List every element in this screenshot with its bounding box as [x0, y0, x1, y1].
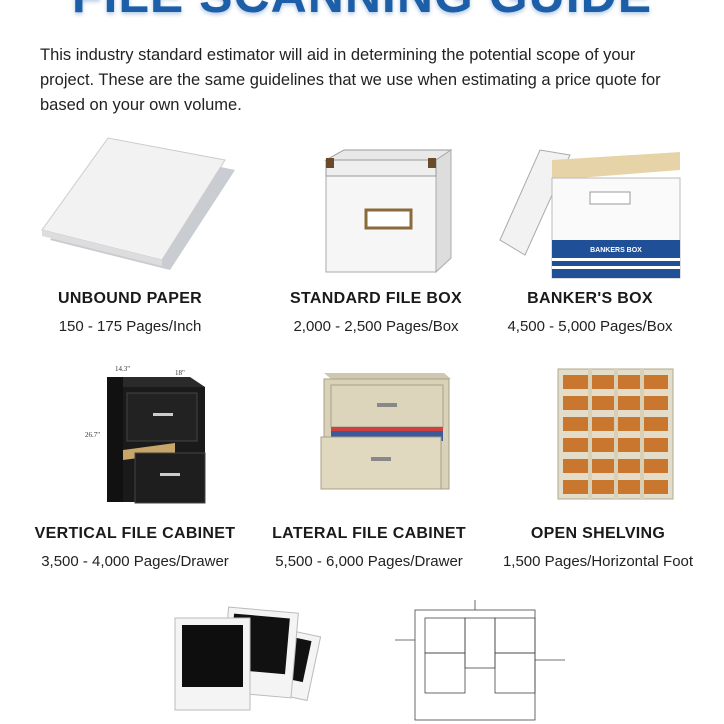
item-name: VERTICAL FILE CABINET [34, 525, 236, 542]
item-name: OPEN SHELVING [530, 525, 666, 542]
item-name: UNBOUND PAPER [57, 290, 203, 307]
lateral-cabinet-icon [249, 365, 489, 525]
item-value: 5,500 - 6,000 Pages/Drawer [275, 553, 463, 570]
item-value: 3,500 - 4,000 Pages/Drawer [41, 553, 229, 570]
svg-text:BANKERS BOX: BANKERS BOX [590, 247, 642, 254]
open-shelving-icon [478, 365, 718, 525]
svg-text:14.3": 14.3" [115, 365, 130, 373]
item-bankers-box: BANKERS BOX BANKER'S BOX 4,500 - 5,000 P… [470, 130, 710, 335]
item-lateral-file-cabinet: LATERAL FILE CABINET 5,500 - 6,000 Pages… [249, 365, 489, 570]
item-open-shelving: OPEN SHELVING 1,500 Pages/Horizontal Foo… [478, 365, 718, 570]
item-name: STANDARD FILE BOX [290, 290, 462, 307]
item-standard-file-box: STANDARD FILE BOX 2,000 - 2,500 Pages/Bo… [256, 130, 496, 335]
page-title: FILE SCANNING GUIDE [0, 0, 724, 24]
item-name: LATERAL FILE CABINET [272, 525, 466, 542]
item-value: 2,000 - 2,500 Pages/Box [293, 318, 459, 335]
bankers-box-icon: BANKERS BOX [470, 130, 710, 290]
vertical-cabinet-icon: 14.3" 18" 26.7" [15, 365, 255, 525]
item-vertical-file-cabinet: 14.3" 18" 26.7" VERTICAL FILE CABINET 3,… [15, 365, 255, 570]
item-value: 1,500 Pages/Horizontal Foot [502, 553, 694, 570]
file-box-icon [256, 130, 496, 290]
item-unbound-paper: UNBOUND PAPER 150 - 175 Pages/Inch [10, 130, 250, 335]
paper-stack-icon [10, 130, 250, 290]
svg-text:26.7": 26.7" [85, 431, 100, 439]
blueprint-icon [385, 600, 575, 724]
photos-icon [165, 600, 325, 724]
svg-text:18": 18" [175, 369, 185, 377]
item-value: 150 - 175 Pages/Inch [58, 318, 202, 335]
item-value: 4,500 - 5,000 Pages/Box [507, 318, 673, 335]
intro-paragraph: This industry standard estimator will ai… [40, 46, 661, 114]
item-name: BANKER'S BOX [527, 290, 653, 307]
